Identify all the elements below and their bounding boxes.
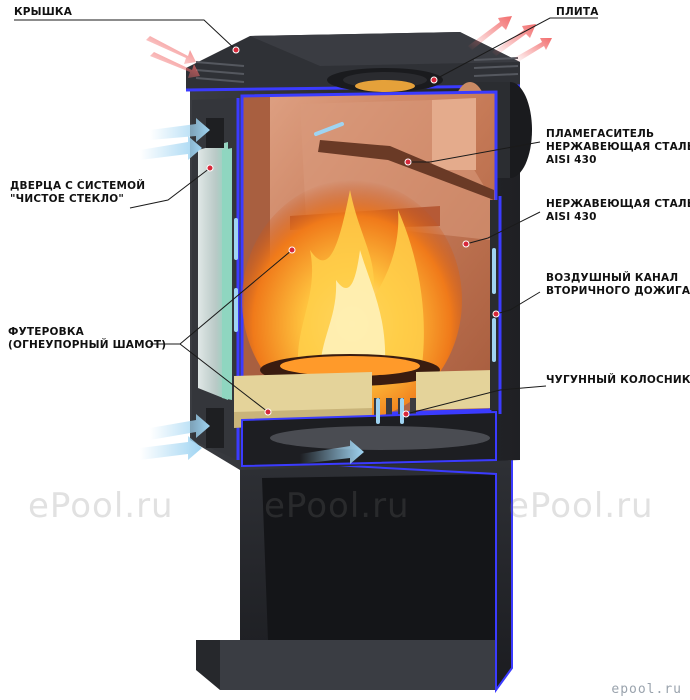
label-airchannel-line1: ВОЗДУШНЫЙ КАНАЛ [546,272,679,284]
label-grate-text: ЧУГУННЫЙ КОЛОСНИК [546,374,690,386]
leader-lines [14,17,598,415]
label-lid: КРЫШКА [14,6,72,19]
label-steel-line2: AISI 430 [546,211,597,223]
air-channel [490,196,502,414]
label-baffle-line2: НЕРЖАВЕЮЩАЯ СТАЛЬ [546,141,690,153]
callout-dots [206,46,500,418]
label-steel-line1: НЕРЖАВЕЮЩАЯ СТАЛЬ [546,198,690,210]
top-vents [195,57,519,83]
label-lining: ФУТЕРОВКА (ОГНЕУПОРНЫЙ ШАМОТ) [8,326,166,352]
cold-air-flows [140,118,364,464]
label-lid-text: КРЫШКА [14,6,73,18]
label-door-line2: "ЧИСТОЕ СТЕКЛО" [10,193,125,205]
label-stainless-steel: НЕРЖАВЕЮЩАЯ СТАЛЬ AISI 430 [546,198,690,224]
label-door-line1: ДВЕРЦА С СИСТЕМОЙ [10,180,146,192]
hob-plate [327,68,443,92]
door [192,98,240,460]
watermark-right: ePool.ru [508,486,654,526]
label-lining-line1: ФУТЕРОВКА [8,326,84,338]
label-grate: ЧУГУННЫЙ КОЛОСНИК [546,374,690,387]
label-door: ДВЕРЦА С СИСТЕМОЙ "ЧИСТОЕ СТЕКЛО" [10,180,145,206]
ash-chamber [241,410,497,468]
hot-air-flows [146,16,552,78]
watermark-center: ePool.ru [264,486,410,526]
stove-stand [196,453,513,694]
label-baffle-line1: ПЛАМЕГАСИТЕЛЬ [546,128,655,140]
label-hob-text: ПЛИТА [556,6,599,18]
label-air-channel: ВОЗДУШНЫЙ КАНАЛ ВТОРИЧНОГО ДОЖИГА [546,272,690,298]
watermark-corner: epool.ru [611,682,682,697]
label-flame-baffle: ПЛАМЕГАСИТЕЛЬ НЕРЖАВЕЮЩАЯ СТАЛЬ AISI 430 [546,128,690,167]
label-hob: ПЛИТА [556,6,599,19]
air-arrows-inner [234,122,496,424]
label-airchannel-line2: ВТОРИЧНОГО ДОЖИГА [546,285,690,297]
fire [242,180,462,420]
watermark-left: ePool.ru [28,486,174,526]
label-lining-line2: (ОГНЕУПОРНЫЙ ШАМОТ) [8,339,167,351]
label-baffle-line3: AISI 430 [546,154,597,166]
